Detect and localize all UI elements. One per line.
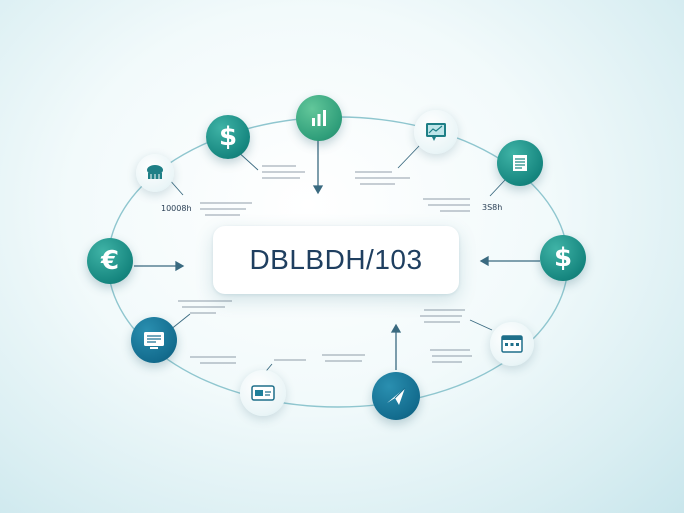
- dollar-right-node[interactable]: $: [540, 235, 586, 281]
- leader-monitor: [397, 144, 421, 169]
- monitor-top-right-node[interactable]: [414, 110, 458, 154]
- dollar-icon: $: [553, 243, 573, 273]
- document-right-node[interactable]: [497, 140, 543, 186]
- euro-left-node[interactable]: €: [87, 238, 133, 284]
- caption-bank: [200, 202, 252, 216]
- caption-bottom-mid: [274, 354, 365, 362]
- send-bottom-node[interactable]: [372, 372, 420, 420]
- arrow-right-head: [479, 255, 489, 267]
- leader-document: [489, 179, 506, 197]
- center-card[interactable]: DBLBDH/103: [213, 226, 459, 294]
- center-title: DBLBDH/103: [249, 244, 423, 275]
- arrow-top-head: [312, 185, 324, 195]
- paper-plane-icon: [387, 387, 406, 405]
- bar-chart-icon: [312, 110, 326, 126]
- caption-monitor: [355, 171, 410, 185]
- caption-dollar-top: [262, 165, 305, 179]
- document-icon: [513, 155, 527, 171]
- caption-screen: [178, 300, 232, 314]
- caption-calendar: [420, 309, 465, 323]
- dollar-top-node[interactable]: $: [206, 115, 250, 159]
- calendar-icon: [501, 335, 523, 353]
- dollar-icon: $: [218, 122, 238, 152]
- arrow-bottom-head: [390, 323, 402, 333]
- screen-left-node[interactable]: [131, 317, 177, 363]
- screen-icon: [144, 332, 164, 349]
- chart-top-node[interactable]: [296, 95, 342, 141]
- calendar-right-node[interactable]: [490, 322, 534, 366]
- bank-top-left-node[interactable]: [136, 154, 174, 192]
- bank-icon: [147, 165, 163, 179]
- card-icon: [251, 385, 275, 401]
- caption-bottom-left: [190, 356, 236, 364]
- euro-icon: €: [100, 246, 120, 276]
- left-value-label: 10008h: [161, 204, 192, 213]
- leader-calendar: [469, 319, 493, 331]
- card-bottom-node[interactable]: [240, 370, 286, 416]
- arrow-left-head: [175, 260, 185, 272]
- right-value-label: 3S8h: [482, 203, 503, 212]
- monitor-chart-icon: [426, 123, 446, 141]
- caption-document: [423, 198, 470, 212]
- caption-bottom-right: [430, 349, 472, 363]
